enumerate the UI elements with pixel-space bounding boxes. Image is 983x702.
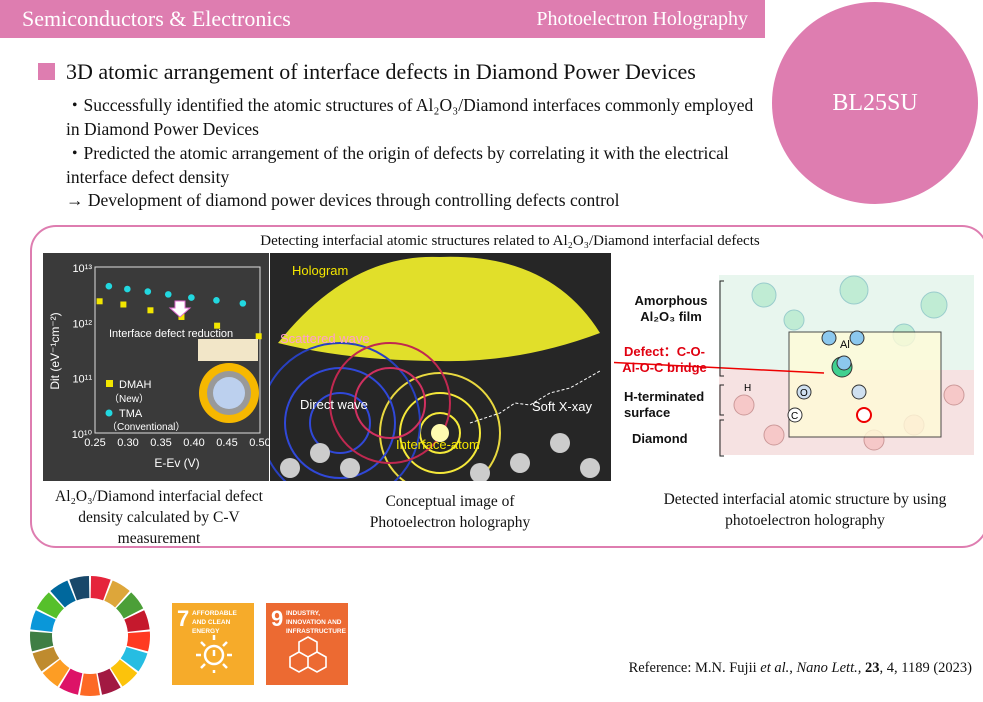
- point-dmah: [255, 333, 262, 340]
- point-tma: [144, 288, 152, 295]
- holography-svg: Hologram Scattered wave Direct wave Soft…: [259, 253, 611, 504]
- category-title: Semiconductors & Electronics: [22, 6, 291, 31]
- label-c: C: [791, 411, 798, 422]
- x-tick-label: 0.40: [183, 437, 204, 449]
- sdg-wheel-segment: [36, 592, 64, 619]
- interface-structure-diagram: Al O C H Amorphous Al₂O₃ film Defect：C-O…: [614, 275, 976, 457]
- technique-title: Photoelectron Holography: [536, 8, 748, 30]
- sdg-wheel-segment: [124, 610, 150, 632]
- sdg-wheel-segment: [30, 631, 54, 652]
- sdg-wheel-segment: [80, 673, 100, 696]
- x-tick-label: 0.30: [117, 437, 138, 449]
- sdg-wheel-segment: [69, 576, 90, 601]
- point-dmah: [96, 298, 103, 305]
- sdg-wheel-segment: [50, 580, 76, 608]
- legend-tma: TMA: [119, 408, 143, 420]
- sdg-7-badge: 7 AFFORDABLE AND CLEAN ENERGY: [172, 603, 254, 685]
- label-film: Amorphous Al₂O₃ film: [634, 293, 708, 324]
- legend-tma-sub: （Conventional）: [107, 421, 185, 433]
- sdg-9-number: 9: [271, 606, 284, 631]
- label-direct-wave: Direct wave: [300, 397, 368, 412]
- label-hologram: Hologram: [292, 263, 348, 278]
- point-dmah: [147, 307, 154, 314]
- label-h: H: [744, 383, 751, 394]
- label-surface: H-terminated surface: [624, 389, 705, 420]
- sdg-wheel-segment: [32, 647, 60, 672]
- x-tick-label: 0.45: [216, 437, 237, 449]
- sdg-7-number: 7: [177, 606, 190, 631]
- y-tick-label: 10¹²: [72, 318, 92, 330]
- sdg-wheel-segment: [110, 659, 138, 687]
- sdg-wheel-segment: [30, 610, 56, 632]
- sdg-9-badge: 9 INDUSTRY, INNOVATION AND INFRASTRUCTUR…: [266, 603, 348, 685]
- point-tma: [188, 294, 195, 301]
- annotation-text: Interface defect reduction: [109, 328, 233, 340]
- sdg-wheel-segment: [90, 576, 111, 601]
- point-tma: [105, 282, 113, 290]
- reference: Reference: M.N. Fujii et al., Nano Lett.…: [628, 660, 972, 676]
- point-tma: [164, 291, 172, 298]
- y-tick-label: 10¹⁰: [72, 429, 93, 441]
- bullet-3: → Development of diamond power devices t…: [66, 190, 620, 210]
- defect-density-chart: 0.25 0.30 0.35 0.40 0.45 0.50 10¹⁰ 10¹¹ 10¹² 10¹³…: [43, 253, 271, 481]
- x-tick-label: 0.35: [150, 437, 171, 449]
- sdg-wheel-segment: [104, 580, 130, 608]
- point-dmah: [120, 301, 127, 308]
- sdg-wheel-icon: [30, 576, 150, 696]
- label-soft-xray: Soft X-xay: [532, 399, 592, 414]
- device-crosssection: [198, 339, 258, 361]
- legend-dmah-marker: [106, 380, 113, 387]
- caption-holography: Conceptual image of Photoelectron hologr…: [369, 493, 531, 531]
- sdg-wheel-segment: [126, 631, 150, 652]
- label-o: O: [800, 388, 808, 399]
- cubes-icon: [289, 636, 327, 673]
- y-tick-label: 10¹¹: [72, 374, 92, 386]
- plot-frame: [94, 266, 261, 434]
- label-interface-atom: Interface-atom: [396, 437, 480, 452]
- legend-dmah: DMAH: [119, 379, 151, 391]
- chart-svg: 0.25 0.30 0.35 0.40 0.45 0.50 10¹⁰ 10¹¹ 10¹² 10¹³…: [48, 263, 271, 470]
- y-axis-label: Dit (eV⁻¹cm⁻²): [48, 312, 62, 389]
- bullet-square-icon: [38, 63, 55, 80]
- sdg-wheel-segment: [120, 647, 148, 672]
- header-bar: Semiconductors & Electronics Photoelectr…: [0, 0, 765, 38]
- structure-svg: Al O C H: [614, 275, 974, 457]
- figure-caption-top: Detecting interfacial atomic structures …: [260, 233, 760, 249]
- sdg-9-label: INDUSTRY, INNOVATION AND INFRASTRUCTURE: [286, 610, 346, 635]
- caption-chart: Al₂O₃/Diamond interfacial defect density…: [55, 488, 263, 547]
- sdg-wheel-segment: [42, 659, 70, 687]
- sdg-wheel-segment: [59, 668, 83, 695]
- point-tma: [213, 297, 220, 304]
- caption-structure: Detected interfacial atomic structure by…: [663, 491, 947, 529]
- beamline-badge: BL25SU: [772, 2, 978, 204]
- figure-panel: [30, 225, 983, 548]
- sdg-wheel-segment: [97, 668, 121, 695]
- x-axis-label: E-Ev (V): [154, 456, 199, 470]
- down-arrow-icon: [168, 300, 192, 318]
- label-scattered-wave: Scattered wave: [280, 331, 370, 346]
- slide-title: 3D atomic arrangement of interface defec…: [66, 59, 696, 84]
- legend-dmah-sub: （New）: [109, 393, 149, 405]
- label-defect: Defect：C-O-Al-O-C bridge: [622, 344, 707, 375]
- point-tma: [239, 300, 247, 307]
- holography-concept-image: Hologram Scattered wave Direct wave Soft…: [259, 253, 611, 504]
- point-dmah: [178, 313, 185, 320]
- x-tick-label: 0.50: [249, 437, 269, 449]
- legend-tma-marker: [105, 409, 113, 417]
- point-dmah: [214, 322, 221, 329]
- point-tma: [124, 285, 131, 293]
- sdg-7-label: AFFORDABLE AND CLEAN ENERGY: [192, 610, 237, 635]
- bullet-1: ・Successfully identified the atomic stru…: [66, 95, 754, 139]
- label-diamond: Diamond: [632, 431, 688, 446]
- x-tick-label: 0.25: [84, 437, 105, 449]
- label-al: Al: [840, 339, 850, 351]
- interface-atom: [431, 424, 449, 442]
- bullet-2: ・Predicted the atomic arrangement of the…: [66, 143, 729, 187]
- sun-power-icon: [196, 635, 232, 673]
- y-tick-label: 10¹³: [72, 263, 92, 275]
- hologram-dome: [278, 256, 600, 362]
- sdg-wheel-segment: [116, 592, 144, 619]
